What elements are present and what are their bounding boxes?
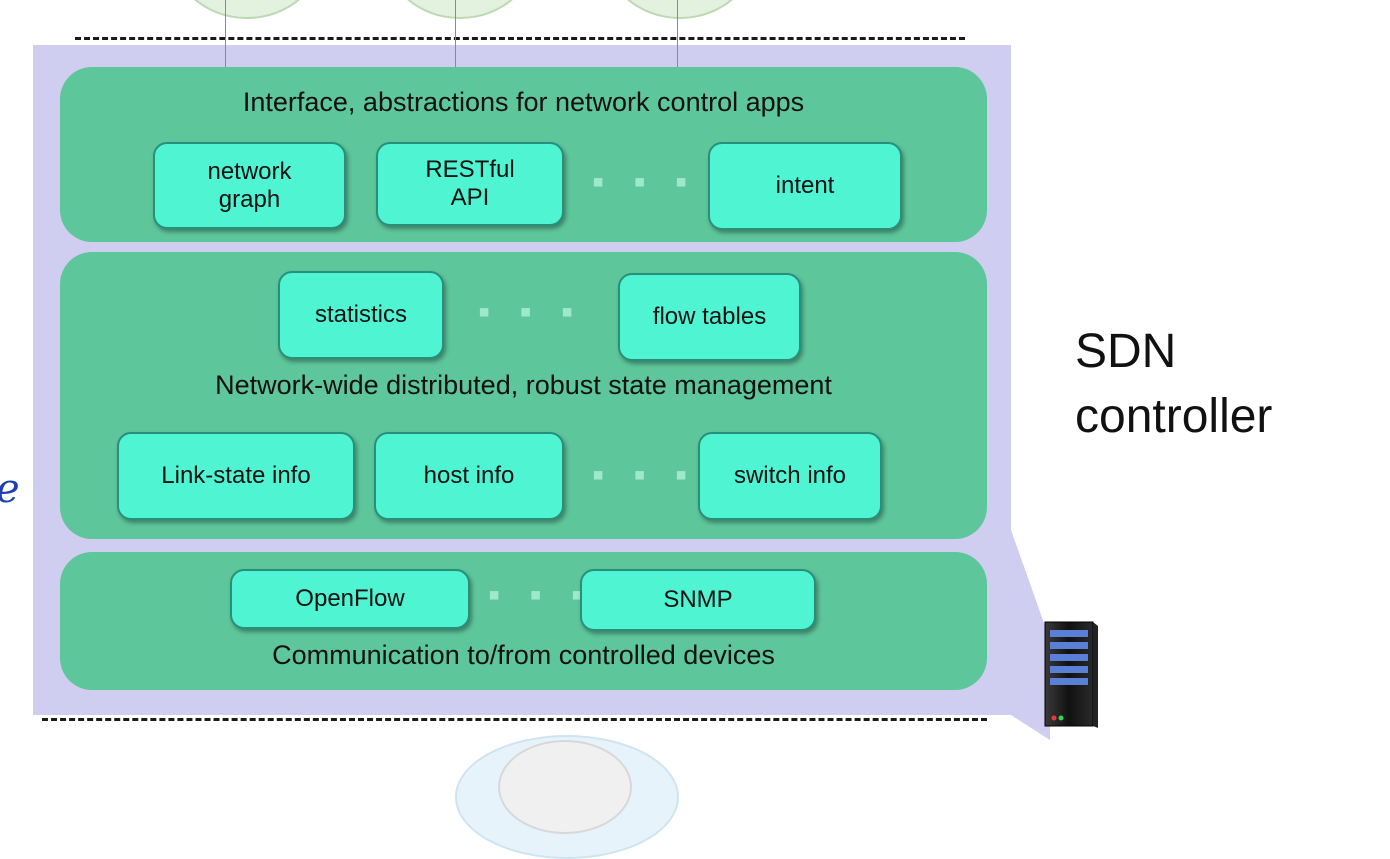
southbound-communication-layer (60, 552, 987, 690)
bottom-layer-ellipsis: ▪ ▪ ▪ (488, 576, 594, 614)
sdn-label-line2: controller (1075, 389, 1273, 443)
sdn-label-line1: SDN (1075, 325, 1177, 378)
intent-box: intent (708, 142, 902, 230)
northbound-layer-title: Interface, abstractions for network cont… (242, 87, 805, 117)
server-icon (1044, 621, 1098, 728)
middle-top-ellipsis: ▪ ▪ ▪ (478, 293, 584, 331)
top-layer-ellipsis: ▪ ▪ ▪ (592, 163, 698, 201)
clipped-letter: e (0, 466, 20, 512)
link-state-info-box: Link-state info (117, 432, 355, 520)
sdn-controller-label: SDN controller (1075, 320, 1272, 450)
restful-api-box: RESTful API (376, 142, 564, 226)
northbound-boundary-line (75, 37, 965, 40)
southbound-boundary-line (42, 718, 987, 721)
southbound-layer-title: Communication to/from controlled devices (272, 640, 775, 670)
snmp-box: SNMP (580, 569, 816, 631)
device-circle-2 (498, 740, 632, 834)
network-graph-box: network graph (153, 142, 346, 229)
app-connector-3 (677, 0, 678, 68)
host-info-box: host info (374, 432, 564, 520)
switch-info-box: switch info (698, 432, 882, 520)
openflow-box: OpenFlow (230, 569, 470, 629)
flow-tables-box: flow tables (618, 273, 801, 361)
controller-callout (1011, 530, 1050, 740)
state-management-title: Network-wide distributed, robust state m… (215, 370, 832, 400)
app-connector-2 (455, 0, 456, 68)
statistics-box: statistics (278, 271, 444, 359)
app-connector-1 (225, 0, 226, 68)
middle-bottom-ellipsis: ▪ ▪ ▪ (592, 456, 698, 494)
